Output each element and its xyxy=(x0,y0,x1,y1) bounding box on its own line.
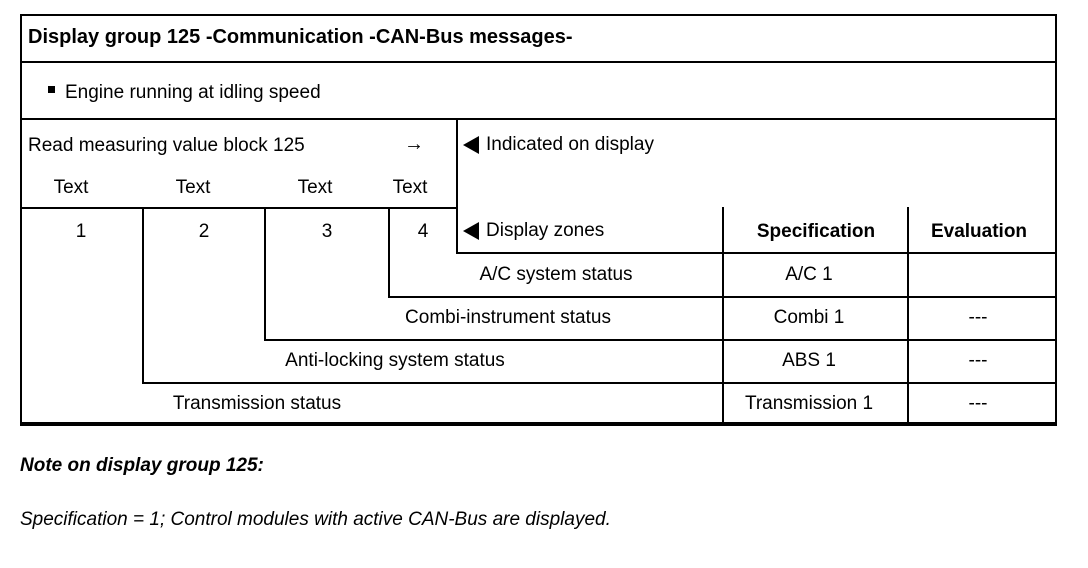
vline-display-column xyxy=(456,118,458,254)
zone-text-header-2: Text xyxy=(175,177,211,198)
row-label-abs: Anti-locking system status xyxy=(285,350,505,371)
row-combi-bottom-line xyxy=(264,339,1057,341)
zone-text-header-1: Text xyxy=(53,177,89,198)
row-spec-transmission: Transmission 1 xyxy=(744,393,874,414)
pointer-left-icon xyxy=(463,136,479,154)
page-title: Display group 125 -Communication -CAN-Bu… xyxy=(28,26,573,48)
arrow-right-icon: → xyxy=(404,133,424,155)
row-eval-abs: --- xyxy=(968,350,988,371)
table-border-top xyxy=(20,14,1057,16)
condition-text: Engine running at idling speed xyxy=(65,82,321,103)
zone-text-header-4: Text xyxy=(392,177,428,198)
vline-zone1-zone2-step xyxy=(142,207,144,384)
zone-number-2: 2 xyxy=(198,221,210,242)
divider-below-condition xyxy=(20,118,1057,120)
display-zones-label: Display zones xyxy=(486,220,605,241)
specification-column-header: Specification xyxy=(756,221,876,242)
row-eval-transmission: --- xyxy=(968,393,988,414)
row-spec-abs: ABS 1 xyxy=(782,350,836,371)
row-eval-combi: --- xyxy=(968,307,988,328)
row-spec-combi: Combi 1 xyxy=(773,307,845,328)
bullet-icon xyxy=(48,86,55,93)
divider-below-header-row xyxy=(456,252,1057,254)
vline-specification-left xyxy=(722,207,724,426)
evaluation-column-header: Evaluation xyxy=(930,221,1028,242)
zone-number-1: 1 xyxy=(75,221,87,242)
display-zones-header: Display zones xyxy=(463,220,604,242)
zone-text-header-3: Text xyxy=(297,177,333,198)
note-heading: Note on display group 125: xyxy=(20,455,264,476)
row-label-ac: A/C system status xyxy=(479,264,633,285)
vline-zone3-zone4-step xyxy=(388,207,390,298)
pointer-left-icon xyxy=(463,222,479,240)
divider-below-title xyxy=(20,61,1057,63)
row-spec-ac: A/C 1 xyxy=(785,264,833,285)
vline-evaluation-left xyxy=(907,207,909,426)
vline-zone2-zone3-step xyxy=(264,207,266,341)
table-border-left xyxy=(20,14,22,426)
table-border-bottom xyxy=(20,422,1057,426)
row-label-transmission: Transmission status xyxy=(172,393,342,414)
note-body: Specification = 1; Control modules with … xyxy=(20,509,611,530)
zone-number-4: 4 xyxy=(417,221,429,242)
row-abs-bottom-line xyxy=(142,382,1057,384)
indicated-on-display: Indicated on display xyxy=(463,134,654,156)
read-block-label: Read measuring value block 125 xyxy=(28,135,305,156)
divider-above-zone-numbers xyxy=(20,207,458,209)
table-border-right xyxy=(1055,14,1057,426)
indicated-on-display-label: Indicated on display xyxy=(486,134,654,155)
zone-number-3: 3 xyxy=(321,221,333,242)
row-label-combi: Combi-instrument status xyxy=(405,307,611,328)
